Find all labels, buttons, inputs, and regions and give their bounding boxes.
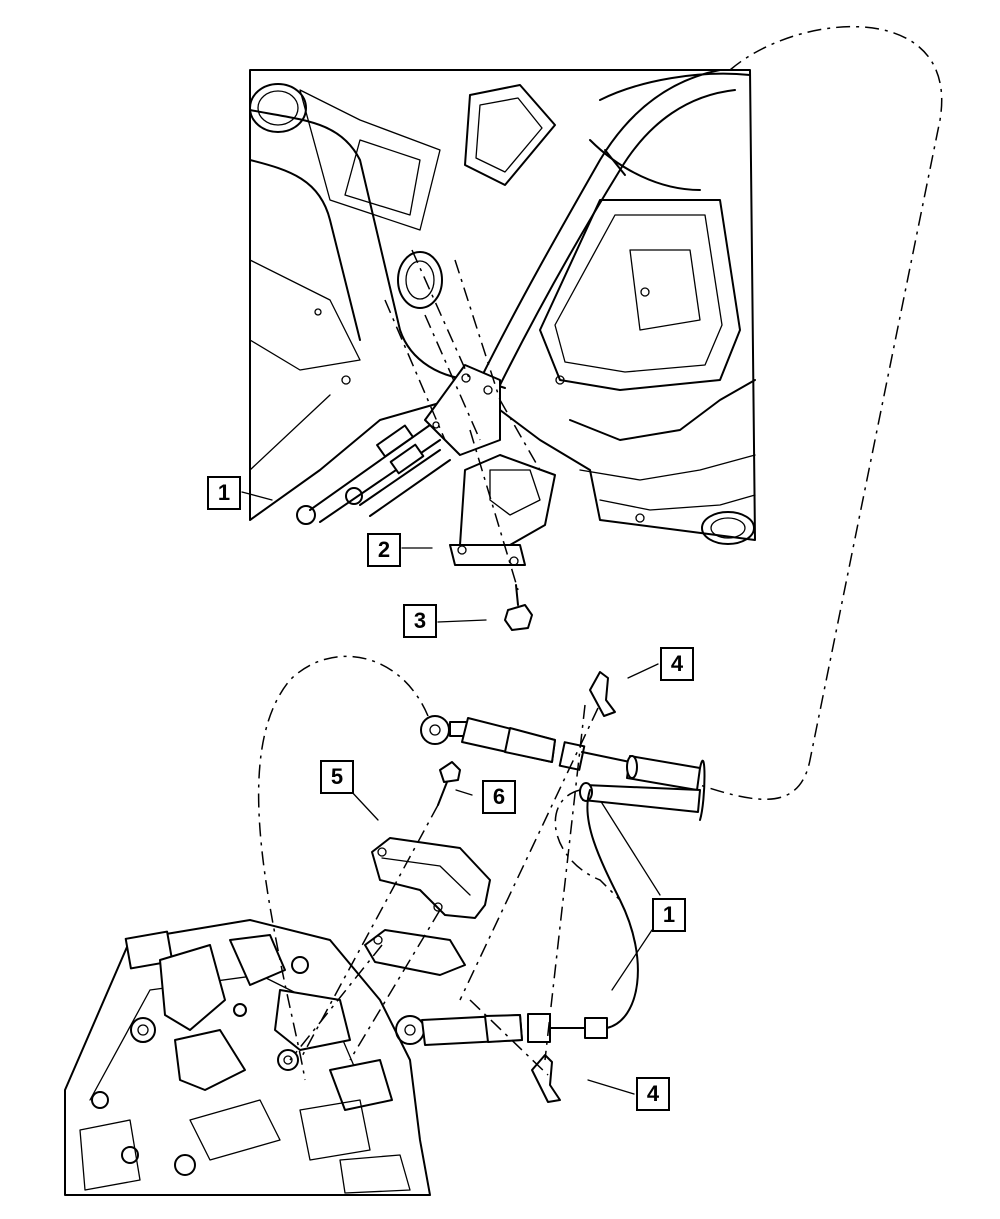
retaining-clip-lower	[531, 1054, 561, 1103]
cable-ends-upper	[296, 424, 451, 525]
callout-part-6: 6	[482, 780, 516, 814]
leader-lines	[241, 394, 661, 1095]
callout-part-4-top: 4	[660, 647, 694, 681]
retaining-clip-upper	[589, 671, 616, 717]
callout-part-3: 3	[403, 604, 437, 638]
cable-routing-path-outer	[699, 25, 943, 800]
floor-pan-illustration	[249, 69, 756, 545]
bolt-part-6	[437, 761, 461, 806]
transmission-bracket	[364, 837, 491, 976]
callout-part-1-bottom: 1	[652, 898, 686, 932]
bolt-part-3	[504, 584, 533, 631]
callout-part-5: 5	[320, 760, 354, 794]
shift-cable-tube-upper	[474, 69, 736, 389]
callout-part-1-top: 1	[207, 476, 241, 510]
cable-routing-path-inner	[257, 655, 429, 1081]
alignment-lines-top	[384, 249, 541, 591]
transmission-housing	[64, 919, 431, 1196]
callout-part-4-bottom: 4	[636, 1077, 670, 1111]
shift-cable-middle	[420, 715, 706, 821]
shift-cable-lower	[395, 789, 639, 1046]
callout-part-2: 2	[367, 533, 401, 567]
alignment-lines-bottom	[289, 704, 621, 1076]
